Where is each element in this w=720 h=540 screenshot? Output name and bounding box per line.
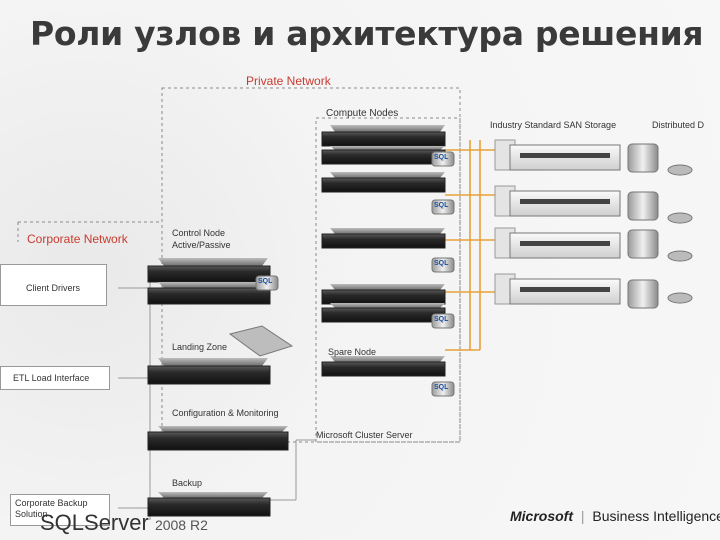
config-monitoring-label: Configuration & Monitoring bbox=[172, 408, 279, 418]
distributed-label: Distributed D bbox=[652, 120, 705, 130]
network-connection-lines bbox=[118, 274, 316, 520]
server-unit bbox=[147, 282, 271, 305]
sql-badge: SQL bbox=[258, 278, 273, 285]
corporate-backup-label: Corporate Backup Solution bbox=[15, 498, 88, 519]
sql-badge: SQL bbox=[434, 260, 449, 267]
san-unit bbox=[494, 139, 621, 171]
san-connection-lines bbox=[445, 140, 500, 351]
landing-zone-label: Landing Zone bbox=[172, 342, 228, 352]
san-storage-units bbox=[494, 139, 621, 305]
sql-server-logo-text: SQLServer bbox=[40, 510, 149, 535]
compute-node-servers bbox=[321, 125, 446, 377]
sql-badge: SQL bbox=[434, 316, 449, 323]
distributed-storage-disks bbox=[627, 143, 693, 309]
server-unit bbox=[321, 125, 446, 147]
spare-node-label: Spare Node bbox=[328, 347, 377, 357]
server-unit bbox=[147, 258, 271, 283]
sql-badge: SQL bbox=[434, 384, 449, 391]
corporate-network-label: Corporate Network bbox=[27, 232, 128, 246]
backup-label: Backup bbox=[172, 478, 203, 488]
bi-logo-text: Business Intelligence bbox=[592, 508, 720, 524]
etl-interface-box: ETL Load Interface bbox=[0, 366, 110, 390]
server-unit bbox=[321, 172, 446, 193]
config-monitoring-server bbox=[147, 426, 289, 451]
server-unit bbox=[321, 228, 446, 249]
sql-server-version: 2008 R2 bbox=[154, 517, 208, 533]
server-unit bbox=[321, 356, 446, 377]
client-drivers-label: Client Drivers bbox=[26, 283, 81, 293]
control-node-servers bbox=[147, 258, 271, 305]
corporate-backup-box: Corporate Backup Solution bbox=[10, 494, 110, 526]
cluster-server-label: Microsoft Cluster Server bbox=[316, 430, 413, 440]
server-unit bbox=[321, 146, 446, 165]
client-drivers-box: Client Drivers bbox=[0, 264, 107, 306]
san-unit bbox=[494, 227, 621, 259]
microsoft-bi-logo: Microsoft | Business Intelligence bbox=[510, 508, 720, 524]
private-network-label: Private Network bbox=[246, 74, 331, 88]
sql-server-logo: SQLServer 2008 R2 bbox=[40, 510, 208, 536]
active-passive-label: Active/Passive bbox=[172, 240, 231, 250]
san-storage-label: Industry Standard SAN Storage bbox=[490, 120, 617, 130]
landing-zone-server bbox=[147, 325, 294, 385]
compute-nodes-box bbox=[315, 117, 461, 443]
logo-divider: | bbox=[580, 508, 585, 524]
server-unit bbox=[321, 303, 446, 323]
sql-database-icons bbox=[255, 151, 455, 397]
sql-badge: SQL bbox=[434, 202, 449, 209]
control-node-label: Control Node bbox=[172, 228, 226, 238]
etl-interface-label: ETL Load Interface bbox=[13, 373, 90, 383]
san-unit bbox=[494, 273, 621, 305]
sql-badge: SQL bbox=[434, 154, 449, 161]
san-unit bbox=[494, 185, 621, 217]
backup-server bbox=[147, 492, 271, 517]
compute-nodes-label: Compute Nodes bbox=[326, 108, 399, 119]
microsoft-logo-text: Microsoft bbox=[510, 508, 573, 524]
server-unit bbox=[321, 284, 446, 305]
slide-title: Роли узлов и архитектура решения bbox=[30, 14, 704, 53]
